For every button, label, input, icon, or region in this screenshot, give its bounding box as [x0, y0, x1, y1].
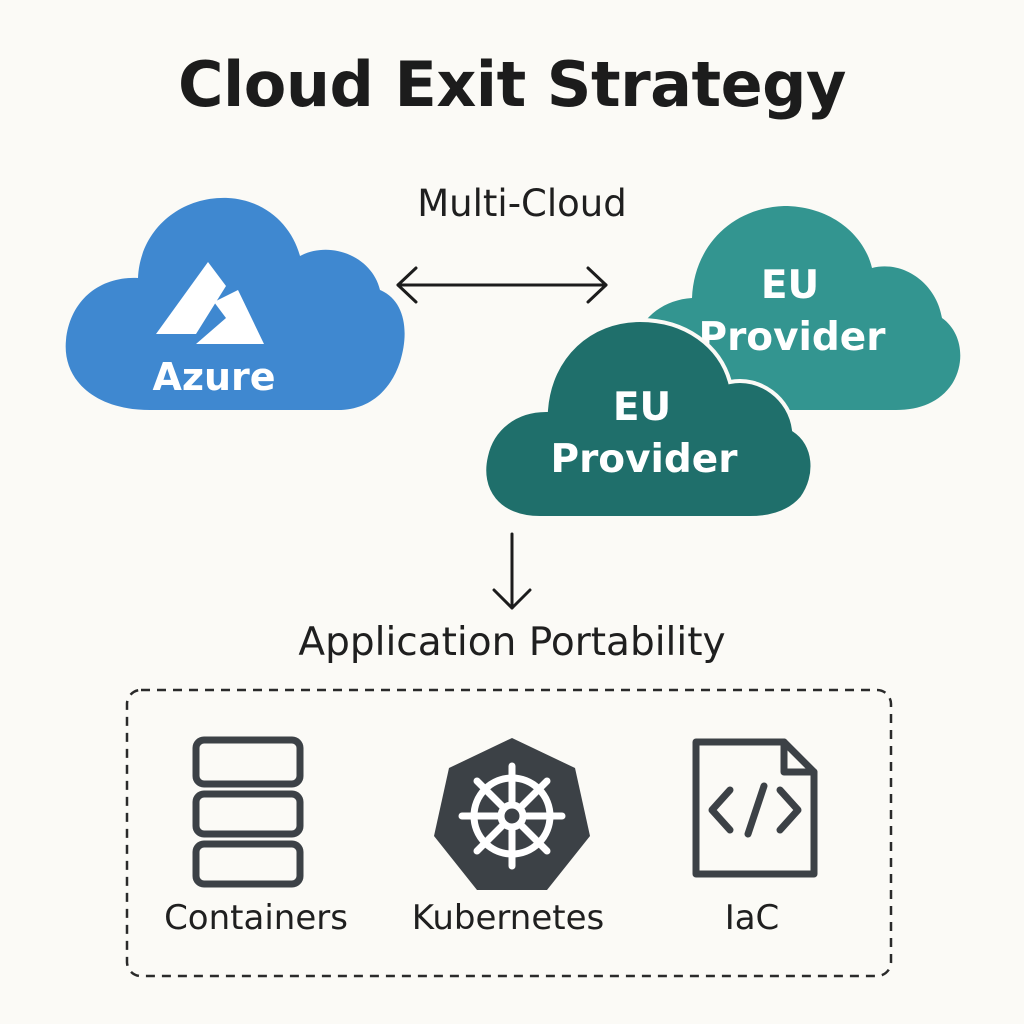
eu-provider-front-line1: EU [613, 385, 671, 430]
multi-cloud-label: Multi-Cloud [417, 182, 627, 225]
kubernetes-label: Kubernetes [411, 898, 605, 938]
iac-label: IaC [724, 898, 780, 938]
eu-provider-back-line2: Provider [698, 315, 886, 360]
containers-label: Containers [164, 898, 348, 938]
containers-icon [192, 736, 304, 888]
azure-label: Azure [152, 355, 275, 399]
eu-provider-front-line2: Provider [550, 437, 738, 482]
page-title: Cloud Exit Strategy [178, 48, 846, 121]
portability-box [125, 688, 893, 978]
eu-provider-cloud-front: EU Provider [482, 317, 815, 520]
azure-cloud: Azure [65, 197, 405, 410]
eu-provider-back-line1: EU [761, 263, 819, 308]
portability-label: Application Portability [298, 620, 726, 665]
azure-logo-icon [156, 262, 264, 344]
code-file-icon [692, 738, 818, 878]
kubernetes-icon [434, 738, 590, 890]
multi-cloud-arrow [396, 266, 608, 304]
down-arrow [492, 532, 532, 610]
